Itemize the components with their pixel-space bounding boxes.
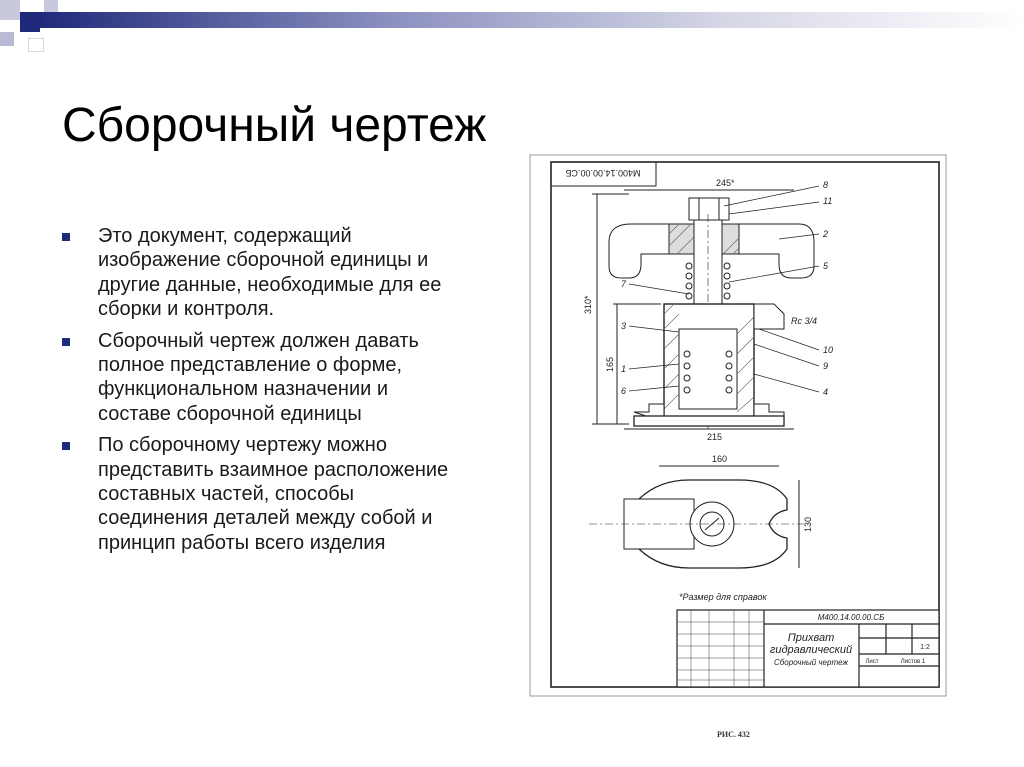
leader-number: 4	[823, 387, 828, 397]
dim-height-lower: 165	[605, 357, 615, 372]
bullet-item: По сборочному чертежу можно представить …	[62, 433, 452, 555]
leader-number: 7	[621, 279, 627, 289]
square-bullet-icon	[62, 233, 70, 241]
reference-note: *Размер для справок	[679, 592, 767, 602]
corner-stamp	[550, 161, 657, 187]
dim-plan-height: 130	[803, 517, 813, 532]
decor-square	[44, 0, 58, 12]
decor-square	[20, 12, 40, 32]
bullet-item: Это документ, содержащий изображение сбо…	[62, 224, 452, 322]
header-decoration	[40, 12, 1024, 28]
cap-nut	[688, 197, 730, 221]
slide-title: Сборочный чертеж	[62, 99, 487, 152]
title-block-sheets: Листов 1	[901, 659, 926, 665]
title-block-scale: 1:2	[920, 644, 930, 651]
title-block-name-2: гидравлический	[770, 644, 852, 656]
title-block-name-1: Прихват	[788, 632, 835, 644]
bullet-list: Это документ, содержащий изображение сбо…	[62, 224, 452, 562]
square-bullet-icon	[62, 442, 70, 451]
leader-number: 10	[823, 345, 833, 355]
title-block-name-3: Сборочный чертеж	[774, 658, 848, 667]
leader-number: 8	[823, 180, 828, 190]
leader-number: 6	[621, 386, 626, 396]
title-block-sheet: Лист	[865, 659, 878, 665]
assembly-drawing: М400.14.00.00.СБ 245* Rc 3/4 2	[529, 154, 947, 697]
corner-code: М400.14.00.00.СБ	[565, 168, 640, 178]
dim-top-width: 245*	[716, 178, 735, 188]
leader-number: 9	[823, 361, 828, 371]
bullet-text: Сборочный чертеж должен давать полное пр…	[98, 329, 419, 425]
leader-number: 11	[823, 196, 832, 206]
sheet-outer-border	[529, 154, 947, 697]
bullet-item: Сборочный чертеж должен давать полное пр…	[62, 329, 452, 427]
header-gradient-bar	[0, 0, 1024, 40]
inner-spring	[683, 350, 733, 394]
dim-height-total: 310*	[583, 295, 593, 314]
leader-lines	[628, 185, 820, 393]
figure-caption: РИС. 432	[717, 730, 750, 739]
title-block	[676, 609, 940, 688]
leader-number: 3	[621, 321, 626, 331]
leader-number: 1	[621, 364, 626, 374]
dim-base-width: 215	[707, 432, 722, 442]
dim-plan-width: 160	[712, 454, 727, 464]
decor-square	[28, 38, 44, 52]
bullet-text: Это документ, содержащий изображение сбо…	[98, 225, 442, 321]
title-block-code: М400.14.00.00.СБ	[818, 613, 885, 622]
leader-number: 5	[823, 261, 829, 271]
bullet-text: По сборочному чертежу можно представить …	[98, 434, 449, 554]
thread-label: Rc 3/4	[791, 316, 817, 326]
decor-square	[0, 0, 20, 20]
spring	[685, 262, 731, 300]
square-bullet-icon	[62, 337, 70, 346]
hydraulic-port	[753, 303, 785, 330]
decor-square	[0, 32, 14, 46]
leader-number: 2	[822, 229, 828, 239]
